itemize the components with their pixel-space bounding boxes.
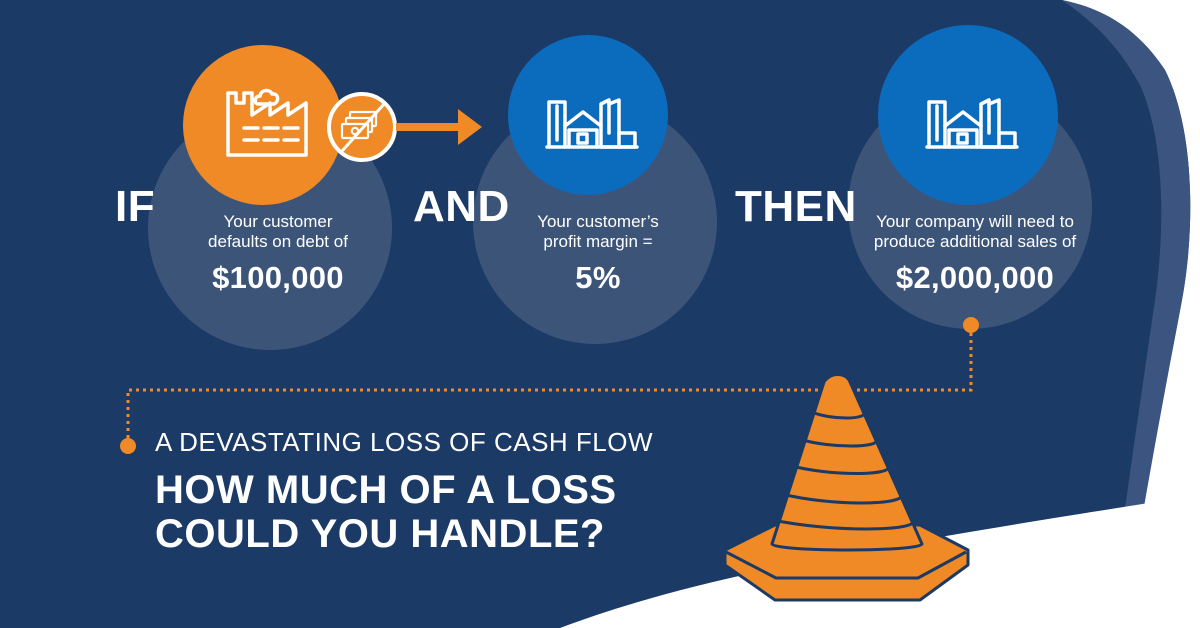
arrow-icon — [396, 109, 482, 145]
headline-line1: HOW MUCH OF A LOSS — [155, 468, 617, 512]
step1-caption: Your customer defaults on debt of $100,0… — [178, 212, 378, 296]
traffic-cone-icon — [723, 373, 970, 602]
step1-line1: Your customer — [223, 212, 333, 231]
buildings-icon — [925, 98, 1019, 149]
step2-amount: 5% — [575, 259, 621, 295]
step3-caption: Your company will need to produce additi… — [855, 212, 1095, 296]
step3-line2: produce additional sales of — [873, 232, 1077, 252]
road-shadow — [1062, 0, 1191, 560]
step1-line2: defaults on debt of — [208, 232, 348, 252]
factory-icon — [226, 88, 308, 157]
subhead: A DEVASTATING LOSS OF CASH FLOW — [155, 427, 654, 457]
step3-amount: $2,000,000 — [895, 259, 1055, 295]
road-curve — [1062, 0, 1200, 628]
step2-line1: Your customer’s — [537, 212, 659, 231]
headline: HOW MUCH OF A LOSS COULD YOU HANDLE? — [155, 468, 617, 556]
no-cash-icon — [327, 92, 397, 162]
step2-line2: profit margin = — [543, 232, 653, 252]
keyword-then: THEN — [735, 182, 857, 231]
step2-caption: Your customer’s profit margin = 5% — [498, 212, 698, 296]
step1-amount: $100,000 — [212, 259, 344, 295]
headline-line2: COULD YOU HANDLE? — [155, 512, 605, 556]
step3-line1: Your company will need to — [876, 212, 1074, 231]
buildings-icon — [545, 98, 639, 149]
keyword-if: IF — [115, 182, 156, 231]
dotted-connector — [120, 317, 979, 454]
step1-icon-circle — [183, 45, 343, 205]
keyword-and: AND — [413, 182, 510, 231]
